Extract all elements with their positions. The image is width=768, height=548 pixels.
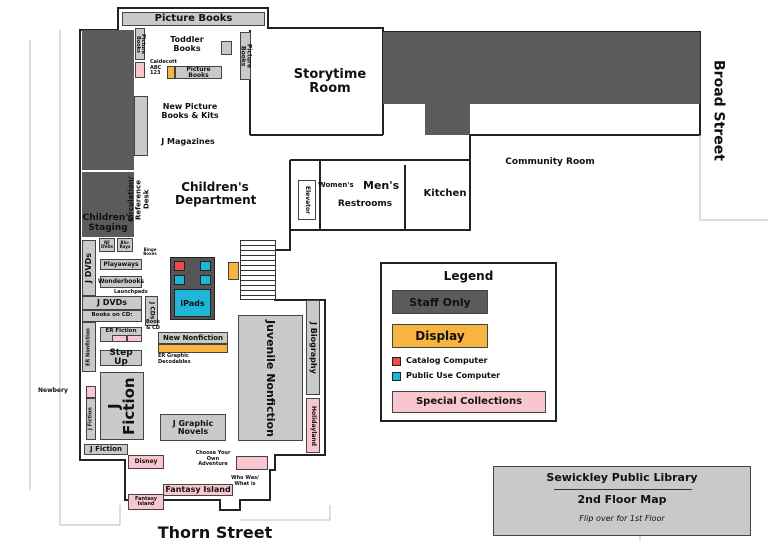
display <box>158 344 228 353</box>
public-swatch <box>392 372 401 381</box>
divider <box>554 489 692 490</box>
floor-title: 2nd Floor Map <box>577 493 667 506</box>
special-fantasy-island: Fantasy Island <box>128 494 164 510</box>
legend-special: Special Collections <box>392 391 546 413</box>
elevator: Elevator <box>298 180 316 220</box>
special-cyoa <box>236 456 268 470</box>
public-computer[interactable] <box>174 275 185 285</box>
legend-display: Display <box>392 324 488 348</box>
shelf-new-nonfiction: New Nonfiction <box>158 332 228 344</box>
stairs <box>240 240 276 300</box>
shelf-picture-books: Picture Books <box>175 66 222 79</box>
womens-restroom: Women's <box>318 181 354 189</box>
public-computer[interactable] <box>200 261 211 271</box>
shelf-wonderbooks: Wonderbooks <box>98 276 144 288</box>
label-cyoa: Choose Your Own Adventure <box>195 450 231 467</box>
display <box>228 262 239 280</box>
label-book-cd: Book & CD <box>145 319 160 331</box>
label-newbery: Newbery <box>38 387 68 394</box>
staff-area <box>82 30 134 170</box>
shelf-j-fiction: J Fiction <box>84 444 128 455</box>
childrens-department: Children's Department <box>175 180 257 208</box>
thorn-street: Thorn Street <box>157 523 273 542</box>
restrooms: Restrooms <box>337 199 393 209</box>
shelf-j-dvds: J DVDs <box>82 240 96 296</box>
label-magazines: J Magazines <box>161 137 215 146</box>
storytime-room: Storytime Room <box>293 67 367 97</box>
mens-restroom: Men's <box>363 179 400 192</box>
shelf-biography: J Biography <box>306 300 320 395</box>
library-name: Sewickley Public Library <box>546 471 698 484</box>
label-binge: Binge Boxes <box>143 247 157 257</box>
title-box: Sewickley Public Library 2nd Floor Map F… <box>493 466 751 536</box>
shelf-graphic-novels: J Graphic Novels <box>160 414 226 441</box>
shelf-nf-dvds: NF DVDs <box>99 238 115 252</box>
legend-public: Public Use Computer <box>406 371 501 380</box>
catalog-swatch <box>392 357 401 366</box>
label-launchpads: Launchpads <box>114 289 148 295</box>
shelf-new-picture <box>134 96 148 156</box>
legend-staff: Staff Only <box>392 290 488 314</box>
shelf-picture-books: Picture Books <box>135 28 146 60</box>
label-toddler: Toddler Books <box>170 35 204 53</box>
legend: Legend Staff Only Display Catalog Comput… <box>380 262 557 422</box>
shelf-er-nonfiction: ER Nonfiction <box>82 322 96 372</box>
legend-title: Legend <box>443 269 494 283</box>
special-decodables <box>127 335 142 342</box>
label-new-picture: New Picture Books & Kits <box>161 102 219 120</box>
shelf-step-up: Step Up <box>100 349 142 367</box>
staff-area <box>383 32 700 104</box>
special-holidayland: Holidayland <box>306 398 320 453</box>
shelf-juvenile-nonfiction: Juvenile Nonfiction <box>238 315 303 441</box>
shelf-blu-rays: Blu-Rays <box>117 238 133 252</box>
public-computer[interactable] <box>200 275 211 285</box>
broad-street: Broad Street <box>710 60 727 161</box>
shelf-books-on-cd: Books on CD: <box>82 310 142 322</box>
special-disney: Disney <box>128 455 164 469</box>
circulation-desk: Circulation/ Reference Desk <box>127 176 151 223</box>
shelf-toddler <box>221 41 232 55</box>
special-collection <box>135 62 145 78</box>
shelf-picture-books: Picture Books <box>240 32 253 80</box>
computer-station: iPads <box>170 257 215 320</box>
shelf-j-cds: J CDs <box>145 296 158 326</box>
legend-catalog: Catalog Computer <box>406 356 488 365</box>
shelf-j-dvds: J DVDs <box>82 296 142 310</box>
display <box>167 66 175 79</box>
shelf-j-fiction: J Fiction <box>100 372 144 440</box>
childrens-staging: Children's Staging <box>82 172 134 237</box>
staff-area <box>425 104 470 135</box>
shelf-j-fiction: J Fiction <box>86 398 96 440</box>
shelf-picture-books: Picture Books <box>122 12 265 26</box>
catalog-computer[interactable] <box>174 261 185 271</box>
ipads[interactable]: iPads <box>174 289 211 317</box>
special-fantasy-island: Fantasy Island <box>163 484 233 496</box>
shelf-playaways: Playaways <box>100 259 142 270</box>
kitchen: Kitchen <box>423 188 467 199</box>
special-newbery <box>86 386 96 398</box>
special-er-graphic <box>112 335 127 342</box>
community-room: Community Room <box>505 157 595 167</box>
flip-note: Flip over for 1st Floor <box>579 514 665 523</box>
label-who-was: Who Was/ What is <box>231 475 259 487</box>
